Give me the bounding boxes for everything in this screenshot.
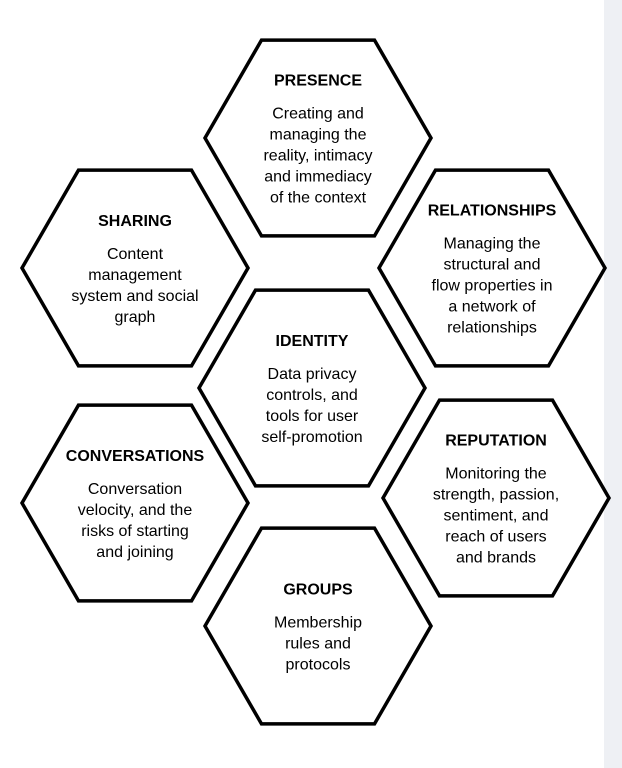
hex-line: graph: [115, 309, 156, 326]
hexagon-shape: [19, 403, 251, 603]
hex-line: Creating and: [272, 106, 364, 123]
hex-line: managing the: [270, 127, 367, 144]
hex-title: REPUTATION: [445, 433, 547, 450]
hex-line: Managing the: [444, 236, 541, 253]
hexagon-shape: [380, 398, 612, 598]
hex-line: and immediacy: [264, 169, 372, 186]
hex-line: management: [88, 267, 182, 284]
hex-title: IDENTITY: [276, 333, 349, 350]
hex-reputation: REPUTATION Monitoring the strength, pass…: [380, 398, 612, 598]
hexagon-shape: [202, 38, 434, 238]
hexagon-shape: [376, 168, 608, 368]
hex-line: tools for user: [266, 408, 359, 425]
hex-title: PRESENCE: [274, 73, 362, 90]
hex-title: RELATIONSHIPS: [428, 203, 557, 220]
hex-line: risks of starting: [81, 523, 189, 540]
hex-line: protocols: [286, 657, 351, 674]
hexagon-shape: [196, 288, 428, 488]
hex-line: rules and: [285, 636, 351, 653]
hex-line: structural and: [444, 257, 541, 274]
hex-line: Monitoring the: [445, 466, 546, 483]
hexagon-shape: [19, 168, 251, 368]
hex-sharing: SHARING Content management system and so…: [19, 168, 251, 368]
hex-line: Content: [107, 246, 164, 263]
hex-line: reach of users: [445, 529, 546, 546]
hex-line: system and social: [71, 288, 198, 305]
hex-line: a network of: [448, 299, 536, 316]
page-edge-strip: [604, 0, 622, 768]
hex-line: Data privacy: [268, 366, 357, 383]
hex-line: and joining: [96, 544, 173, 561]
hex-groups: GROUPS Membership rules and protocols: [202, 526, 434, 726]
hex-line: controls, and: [266, 387, 358, 404]
hex-line: of the context: [270, 190, 367, 207]
hex-line: relationships: [447, 320, 537, 337]
hexagon-shape: [202, 526, 434, 726]
hex-conversations: CONVERSATIONS Conversation velocity, and…: [19, 403, 251, 603]
hex-identity: IDENTITY Data privacy controls, and tool…: [196, 288, 428, 488]
hex-relationships: RELATIONSHIPS Managing the structural an…: [376, 168, 608, 368]
hex-line: Membership: [274, 615, 362, 632]
hex-line: velocity, and the: [78, 502, 193, 519]
hex-presence: PRESENCE Creating and managing the reali…: [202, 38, 434, 238]
hex-line: Conversation: [88, 481, 182, 498]
hex-line: flow properties in: [432, 278, 553, 295]
hex-title: SHARING: [98, 213, 172, 230]
hex-line: self-promotion: [261, 429, 362, 446]
hex-line: reality, intimacy: [263, 148, 372, 165]
hex-title: GROUPS: [283, 582, 353, 599]
hex-line: strength, passion,: [433, 487, 559, 504]
hex-title: CONVERSATIONS: [66, 448, 205, 465]
hex-line: sentiment, and: [444, 508, 549, 525]
hex-line: and brands: [456, 550, 536, 567]
